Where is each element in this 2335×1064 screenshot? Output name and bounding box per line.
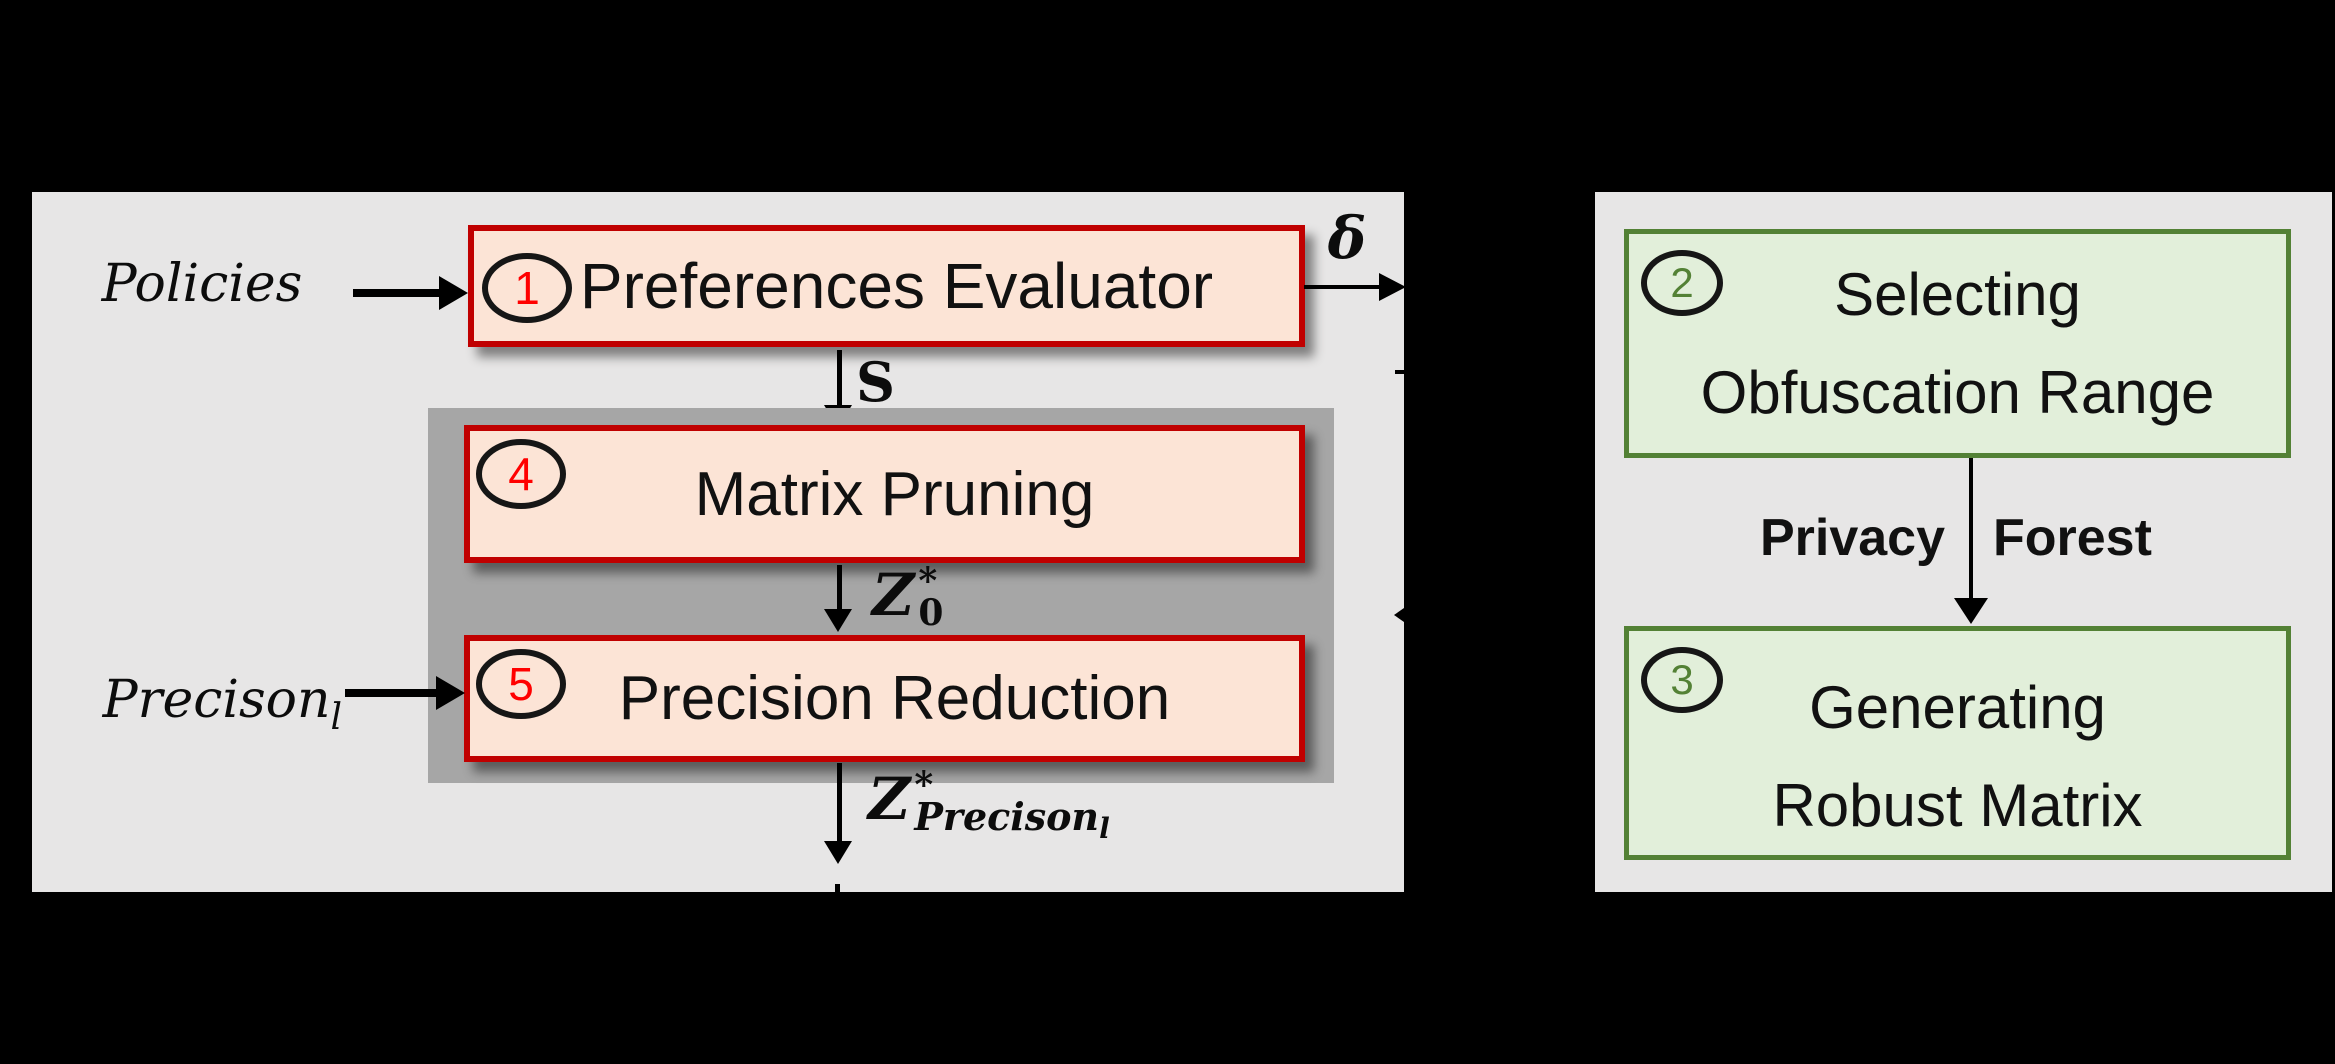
zp-superscript: * — [914, 764, 934, 806]
privacy-forest-arrow-line — [1969, 458, 1973, 600]
step-3-number: 3 — [1670, 656, 1694, 703]
zp-arrow-line — [837, 763, 842, 843]
zp-arrowhead-icon — [824, 841, 852, 864]
zp-subscript-main: Precison — [914, 794, 1100, 839]
step-3-badge: 3 — [1641, 647, 1723, 713]
precision-arrowhead-icon — [436, 676, 465, 710]
privacy-edge-label: Privacy — [1759, 509, 1945, 567]
privacy-forest-arrowhead-icon — [1954, 598, 1988, 624]
s-signal-label: S — [856, 350, 895, 414]
step-2-number: 2 — [1670, 259, 1694, 306]
step-2-badge: 2 — [1641, 250, 1723, 316]
z0-signal-label: Z * 0 — [872, 560, 944, 634]
step-4-number: 4 — [508, 448, 534, 500]
step-5-number: 5 — [508, 658, 534, 710]
step-1-badge: 1 — [482, 253, 572, 323]
z0-base: Z — [872, 561, 915, 629]
selecting-obfuscation-range-box: 2 Selecting Obfuscation Range — [1624, 229, 2291, 458]
s-arrow-line — [837, 350, 842, 407]
delta-output-label: δ — [1327, 204, 1367, 272]
zp-signal-label: Z * Precisonl — [868, 764, 1110, 845]
matrix-pruning-box: 4 Matrix Pruning — [464, 425, 1305, 563]
right-edge-arrowhead-icon — [1394, 608, 1404, 622]
selecting-line: Selecting — [1834, 260, 2081, 328]
matrix-pruning-label: Matrix Pruning — [694, 459, 1095, 529]
z0-arrowhead-icon — [824, 609, 852, 632]
policies-arrowhead-icon — [439, 276, 468, 310]
preferences-evaluator-box: 1 Preferences Evaluator — [468, 225, 1305, 347]
precision-arrow-line — [345, 689, 440, 697]
z0-subscript: 0 — [918, 592, 944, 634]
z0-superscript: * — [918, 560, 938, 602]
forest-edge-label: Forest — [1993, 509, 2152, 567]
policies-arrow-line — [353, 289, 443, 297]
delta-arrowhead-icon — [1379, 273, 1406, 301]
precision-input-main: Precison — [102, 670, 331, 730]
bottom-edge-connector-stub — [835, 884, 840, 892]
right-edge-connector-stub — [1395, 370, 1404, 374]
precision-input-subscript: l — [330, 697, 342, 738]
precision-input-label: Precisonl — [42, 670, 342, 738]
step-4-badge: 4 — [476, 439, 566, 509]
robust-matrix-line: Robust Matrix — [1772, 772, 2143, 839]
delta-arrow-line — [1304, 285, 1380, 289]
generating-line: Generating — [1809, 674, 2106, 741]
obfuscation-range-line: Obfuscation Range — [1700, 358, 2215, 426]
matrix-construction-panel: Policies 1 Preferences Evaluator δ S 4 M… — [32, 192, 1406, 892]
step-1-number: 1 — [514, 262, 540, 314]
zp-subscript-sub: l — [1099, 812, 1110, 845]
preferences-evaluator-label: Preferences Evaluator — [579, 250, 1214, 322]
policies-input-label: Policies — [101, 254, 303, 314]
z0-arrow-line — [837, 565, 842, 611]
obfuscation-panel: 2 Selecting Obfuscation Range Privacy Fo… — [1595, 192, 2332, 892]
precision-reduction-box: 5 Precision Reduction — [464, 635, 1305, 762]
precision-reduction-label: Precision Reduction — [618, 664, 1171, 733]
zp-base: Z — [868, 765, 911, 833]
generating-robust-matrix-box: 3 Generating Robust Matrix — [1624, 626, 2291, 860]
step-5-badge: 5 — [476, 649, 566, 719]
